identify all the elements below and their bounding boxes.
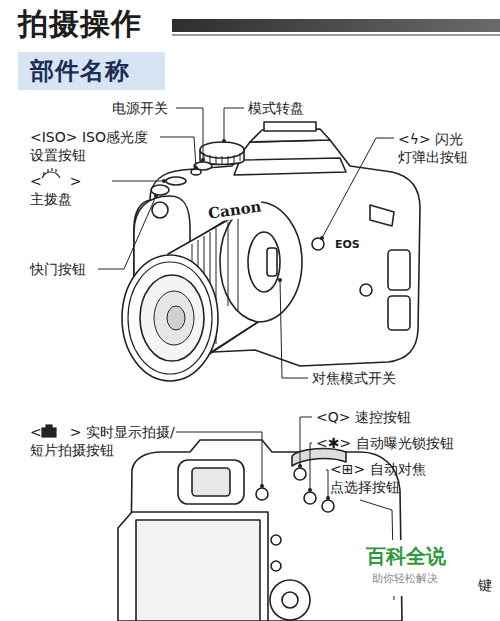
part-label: 快门按钮 xyxy=(30,260,86,278)
part-label: <ISO> ISO感光度设置按钮 xyxy=(30,128,152,164)
strap-lug xyxy=(370,205,394,226)
power-switch xyxy=(194,162,212,170)
part-label: 模式转盘 xyxy=(248,99,304,117)
label-icons xyxy=(42,168,60,437)
part-label: 对焦模式开关 xyxy=(312,369,396,387)
leader-dots xyxy=(154,139,330,500)
focus-mode-switch xyxy=(267,248,277,276)
leader-dot xyxy=(162,179,166,183)
lens-glass-center xyxy=(167,306,185,330)
af-point-button xyxy=(322,500,334,512)
ae-lock-button xyxy=(304,492,316,504)
leader-dot xyxy=(326,496,330,500)
leader-dot xyxy=(222,139,226,143)
focus-switch-panel xyxy=(248,232,280,292)
leader-dot xyxy=(194,166,198,170)
model-mark: EOS xyxy=(334,238,361,251)
shutter-button xyxy=(151,185,169,195)
leader-dot xyxy=(154,194,158,198)
viewfinder xyxy=(192,468,230,496)
page-title: 拍摄操作 xyxy=(18,6,142,42)
leader-line xyxy=(280,280,308,378)
part-label: 电源开关 xyxy=(112,99,168,117)
watermark-ground xyxy=(360,540,470,596)
leader-dot xyxy=(308,488,312,492)
front-camera xyxy=(122,122,420,381)
lens-glass-inner xyxy=(154,291,194,345)
lcd-screen xyxy=(136,520,260,621)
screen-housing xyxy=(118,512,268,621)
info-button xyxy=(271,535,281,545)
leader-line xyxy=(98,196,156,269)
lens-filter-ring xyxy=(128,262,212,374)
title-rule xyxy=(172,34,500,36)
terminal-cover xyxy=(388,296,410,330)
part-label: <⊞> 自动对焦点选择按钮 xyxy=(330,460,426,496)
part-label: <ϟ> 闪光灯弹出按钮 xyxy=(398,130,470,166)
leader-line xyxy=(326,470,328,498)
q-button xyxy=(294,468,306,480)
leader-line xyxy=(322,138,394,238)
part-label: < > 实时显示拍摄/短片拍摄按钮 xyxy=(30,423,176,459)
mode-dial-top xyxy=(200,142,244,158)
menu-button xyxy=(271,561,281,571)
leader-line xyxy=(176,432,262,486)
leader-dot xyxy=(260,484,264,488)
leader-line xyxy=(310,443,312,490)
lens-glass xyxy=(140,275,204,361)
main-dial xyxy=(166,177,186,185)
flash-head xyxy=(234,158,346,175)
part-label: <Q> 速控按钮 xyxy=(316,408,411,426)
lens-release xyxy=(360,284,372,296)
section-heading: 部件名称 xyxy=(30,56,153,86)
title-bar xyxy=(172,19,500,32)
leader-dot xyxy=(201,158,205,162)
leader-dot xyxy=(320,236,324,240)
leader-dot xyxy=(298,464,302,468)
eyepiece xyxy=(178,460,244,504)
hot-shoe xyxy=(264,122,316,131)
part-label: < > 主拨盘 xyxy=(30,172,92,208)
leader-dot xyxy=(278,278,282,282)
part-label: 键 xyxy=(478,576,492,594)
part-label: <✱> 自动曝光锁按钮 xyxy=(316,434,454,452)
lens-front xyxy=(122,255,218,381)
section-heading-band: 部件名称 xyxy=(18,52,165,90)
leader-line xyxy=(160,137,196,168)
leader-line xyxy=(224,108,244,141)
self-timer-lamp xyxy=(152,202,168,218)
watermark: 百科全说 xyxy=(366,544,446,568)
lens-ring xyxy=(228,212,238,312)
terminal-cover xyxy=(388,250,410,290)
leader-line xyxy=(112,181,164,182)
live-view-button xyxy=(256,488,268,500)
cross-keys xyxy=(270,580,310,620)
set-button xyxy=(282,592,298,608)
watermark: 助你轻松解决 xyxy=(372,572,438,586)
leader-line xyxy=(176,108,203,160)
